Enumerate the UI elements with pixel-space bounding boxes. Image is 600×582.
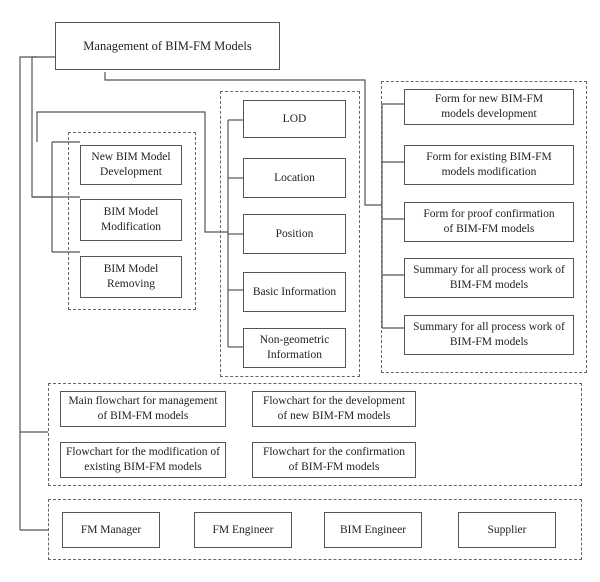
role-label: FM Engineer bbox=[212, 523, 274, 536]
role-node-fm-engineer: FM Engineer bbox=[194, 512, 292, 548]
role-label: BIM Engineer bbox=[339, 523, 407, 536]
role-node-fm-manager: FM Manager bbox=[62, 512, 160, 548]
role-node-supplier: Supplier bbox=[458, 512, 556, 548]
attribute-node-position: Position bbox=[243, 214, 346, 254]
flowchart-node-main: Main flowchart for management of BIM-FM … bbox=[60, 391, 226, 427]
root-label: Management of BIM-FM Models bbox=[83, 38, 252, 53]
flowchart-node-confirmation: Flowchart for the confirmation of BIM-FM… bbox=[252, 442, 416, 478]
role-label: FM Manager bbox=[80, 523, 142, 536]
process-node-development: New BIM Model Development bbox=[80, 145, 182, 185]
attribute-node-location: Location bbox=[243, 158, 346, 198]
form-label: Form for existing BIM-FM models modifica… bbox=[426, 151, 552, 178]
form-label: Form for new BIM-FM models development bbox=[434, 93, 544, 120]
form-node-modification: Form for existing BIM-FM models modifica… bbox=[404, 145, 574, 185]
root-node: Management of BIM-FM Models bbox=[55, 22, 280, 70]
form-label: Summary for all process work of BIM-FM m… bbox=[413, 264, 565, 291]
connector-root-forms bbox=[104, 72, 382, 206]
attribute-label: Location bbox=[274, 171, 315, 184]
flowchart-node-development: Flowchart for the development of new BIM… bbox=[252, 391, 416, 427]
attribute-label: LOD bbox=[282, 112, 307, 125]
connector-root-bottom bbox=[19, 56, 48, 433]
flowchart-label: Flowchart for the confirmation of BIM-FM… bbox=[262, 446, 406, 473]
form-node-development: Form for new BIM-FM models development bbox=[404, 89, 574, 125]
flowchart-node-modification: Flowchart for the modification of existi… bbox=[60, 442, 226, 478]
forms-group bbox=[381, 81, 587, 373]
flowchart-label: Main flowchart for management of BIM-FM … bbox=[68, 395, 218, 422]
attribute-label: Non-geometric Information bbox=[259, 334, 330, 361]
process-node-removing: BIM Model Removing bbox=[80, 256, 182, 298]
attributes-group bbox=[220, 91, 360, 377]
attribute-node-lod: LOD bbox=[243, 100, 346, 138]
attribute-node-non-geometric: Non-geometric Information bbox=[243, 328, 346, 368]
flowchart-label: Flowchart for the development of new BIM… bbox=[262, 395, 406, 422]
role-node-bim-engineer: BIM Engineer bbox=[324, 512, 422, 548]
role-label: Supplier bbox=[487, 523, 527, 536]
form-node-summary-1: Summary for all process work of BIM-FM m… bbox=[404, 258, 574, 298]
flowcharts-group bbox=[48, 383, 582, 486]
attribute-node-basic-information: Basic Information bbox=[243, 272, 346, 312]
process-label: New BIM Model Development bbox=[91, 151, 171, 178]
process-label: BIM Model Modification bbox=[100, 206, 162, 233]
process-label: BIM Model Removing bbox=[103, 263, 159, 290]
flowchart-label: Flowchart for the modification of existi… bbox=[66, 446, 220, 473]
attribute-label: Position bbox=[275, 227, 314, 240]
connector-root-attributes bbox=[36, 111, 228, 233]
form-label: Summary for all process work of BIM-FM m… bbox=[413, 321, 565, 348]
process-node-modification: BIM Model Modification bbox=[80, 199, 182, 241]
roles-group bbox=[48, 499, 582, 560]
attribute-label: Basic Information bbox=[252, 285, 337, 298]
process-group bbox=[68, 132, 196, 310]
form-node-confirmation: Form for proof confirmation of BIM-FM mo… bbox=[404, 202, 574, 242]
form-label: Form for proof confirmation of BIM-FM mo… bbox=[423, 208, 555, 235]
form-node-summary-2: Summary for all process work of BIM-FM m… bbox=[404, 315, 574, 355]
